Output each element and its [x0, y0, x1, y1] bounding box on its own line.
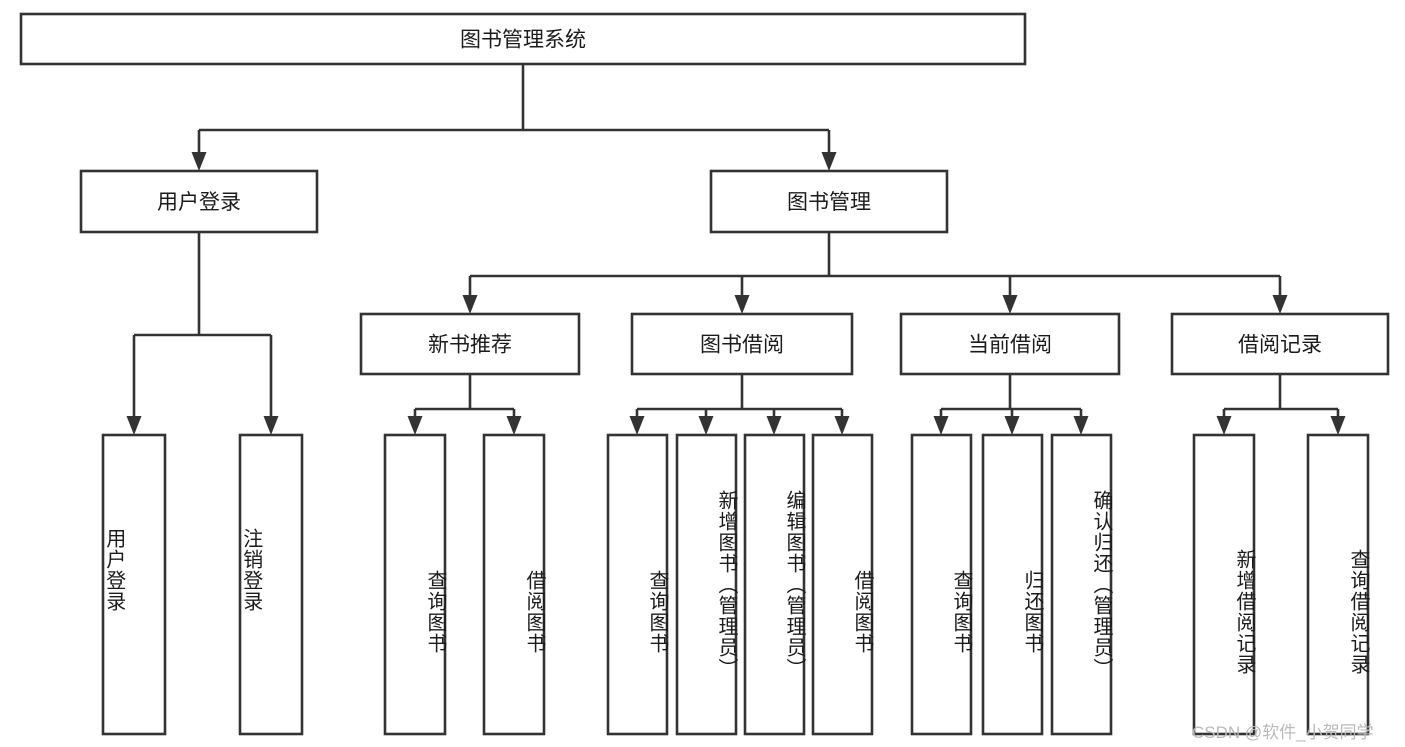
leaf-node-box-5[interactable]: [675, 433, 738, 736]
leaf-node-box-3[interactable]: [482, 433, 546, 736]
leaf-node-box-4[interactable]: [606, 433, 669, 736]
edge-current-to-leaves-arrowhead-1: [1004, 416, 1020, 435]
root-node-label: 图书管理系统: [460, 29, 586, 52]
leaf-node-box-10[interactable]: [1050, 433, 1113, 736]
level2-node-box-0[interactable]: [359, 312, 581, 376]
edge-borrow-to-leaves-arrowhead-1: [698, 416, 714, 435]
leaf-node-box-9[interactable]: [981, 433, 1044, 736]
edge-current-to-leaves-arrowhead-2: [1073, 416, 1089, 435]
edge-record-to-leaves-arrowhead-1: [1330, 416, 1346, 435]
level1-node-box-1[interactable]: [709, 169, 949, 234]
level2-node-box-2[interactable]: [899, 312, 1121, 376]
edge-borrow-to-leaves-arrowhead-3: [834, 416, 850, 435]
level2-node-box-3[interactable]: [1170, 312, 1390, 376]
leaf-node-box-11[interactable]: [1192, 433, 1256, 736]
edge-record-to-leaves-arrowhead-0: [1216, 416, 1232, 435]
level2-node-label-3: 借阅记录: [1238, 334, 1322, 357]
leaf-node-box-1[interactable]: [238, 433, 304, 736]
level2-node-label-2: 当前借阅: [968, 334, 1052, 357]
edge-bookmgmt-to-level2-arrowhead-2: [1002, 295, 1018, 314]
level1-node-box-0[interactable]: [79, 169, 319, 234]
edge-newbook-to-leaves-arrowhead-1: [506, 416, 522, 435]
edge-borrow-to-leaves-arrowhead-2: [766, 416, 782, 435]
leaf-node-box-2[interactable]: [383, 433, 447, 736]
edge-userlogin-to-leaves-arrowhead-1: [263, 416, 279, 435]
leaf-node-box-6[interactable]: [743, 433, 806, 736]
level2-node-label-0: 新书推荐: [428, 334, 512, 357]
edge-borrow-to-leaves-arrowhead-0: [629, 416, 645, 435]
edge-userlogin-to-leaves-arrowhead-0: [126, 416, 142, 435]
boxes-layer: [19, 12, 1390, 736]
edge-root-to-level1-arrowhead-1: [821, 152, 837, 171]
connectors-layer: [126, 64, 1346, 435]
level2-node-box-1[interactable]: [630, 312, 854, 376]
leaf-node-box-0[interactable]: [101, 433, 167, 736]
edge-bookmgmt-to-level2-arrowhead-0: [462, 295, 478, 314]
edge-bookmgmt-to-level2-arrowhead-3: [1272, 295, 1288, 314]
csdn-watermark: CSDN @软件_小贺同学: [1192, 723, 1374, 742]
level1-node-label-0: 用户登录: [157, 191, 241, 214]
edge-current-to-leaves-arrowhead-0: [933, 416, 949, 435]
level2-node-label-1: 图书借阅: [700, 334, 784, 357]
edge-bookmgmt-to-level2-arrowhead-1: [734, 295, 750, 314]
root-node-box[interactable]: [19, 12, 1027, 66]
leaf-node-box-8[interactable]: [910, 433, 973, 736]
leaf-node-box-7[interactable]: [811, 433, 874, 736]
leaf-node-box-12[interactable]: [1306, 433, 1370, 736]
edge-newbook-to-leaves-arrowhead-0: [407, 416, 423, 435]
edge-root-to-level1-arrowhead-0: [191, 152, 207, 171]
level1-node-label-1: 图书管理: [787, 191, 871, 214]
